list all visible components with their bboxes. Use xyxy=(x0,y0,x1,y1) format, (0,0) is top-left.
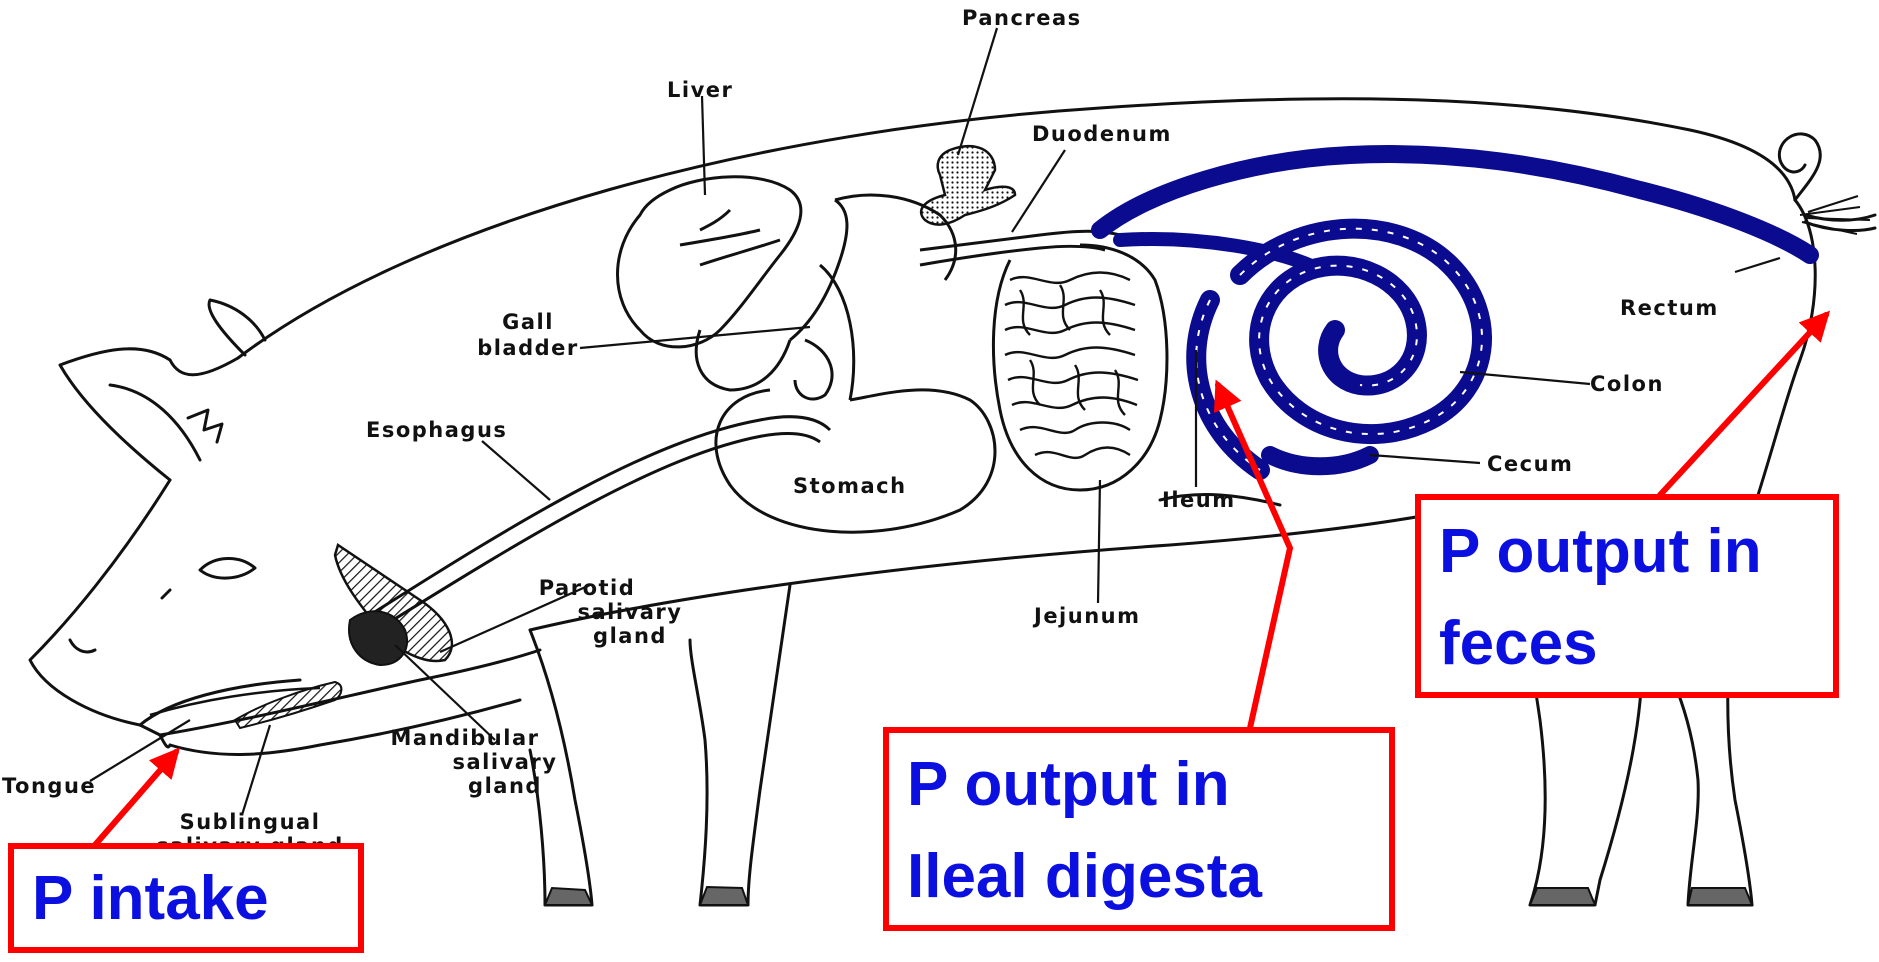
label-colon: Colon xyxy=(1590,372,1664,396)
label-mandibular-3: gland xyxy=(420,774,590,798)
label-liver: Liver xyxy=(667,78,733,102)
callout-p-intake: P intake xyxy=(8,843,364,953)
callout-feces-line-2: feces xyxy=(1439,598,1833,690)
label-pancreas: Pancreas xyxy=(962,6,1082,30)
pancreas-organ xyxy=(921,146,1015,225)
label-parotid-3: gland xyxy=(565,624,695,648)
callout-ileal-line-2: Ileal digesta xyxy=(907,831,1389,923)
label-esophagus: Esophagus xyxy=(366,418,507,442)
label-rectum: Rectum xyxy=(1620,296,1719,320)
label-parotid-1: Parotid xyxy=(522,576,652,600)
label-duodenum: Duodenum xyxy=(1032,122,1172,146)
feces-arrow xyxy=(1660,315,1826,495)
label-bladder: bladder xyxy=(468,336,588,360)
callout-p-intake-text: P intake xyxy=(32,853,358,945)
callout-ileal-line-1: P output in xyxy=(907,739,1389,831)
label-stomach: Stomach xyxy=(793,474,907,498)
label-jejunum: Jejunum xyxy=(1034,604,1141,628)
label-mandibular-2: salivary xyxy=(420,750,590,774)
callout-p-feces: P output in feces xyxy=(1415,494,1839,698)
label-mandibular-1: Mandibular xyxy=(380,726,550,750)
mandibular-gland-shape xyxy=(349,611,407,665)
label-ileum: Ileum xyxy=(1162,488,1236,512)
label-tongue: Tongue xyxy=(2,774,96,798)
label-sublingual-1: Sublingual xyxy=(150,810,350,834)
label-cecum: Cecum xyxy=(1487,452,1573,476)
callout-p-ileal-digesta: P output in Ileal digesta xyxy=(883,727,1395,931)
label-parotid-2: salivary xyxy=(565,600,695,624)
callout-feces-line-1: P output in xyxy=(1439,506,1833,598)
jejunum-coils xyxy=(1005,273,1138,458)
digestive-organs xyxy=(370,177,1167,625)
label-gall: Gall xyxy=(468,310,588,334)
